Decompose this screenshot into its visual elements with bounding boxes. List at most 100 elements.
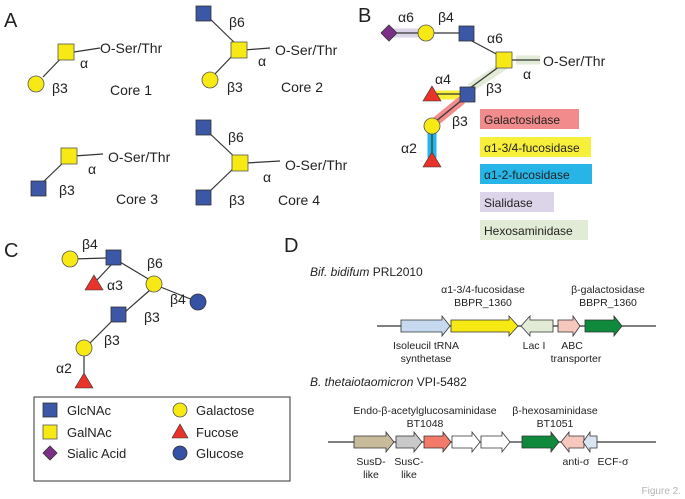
glcnac-symbol xyxy=(195,119,212,136)
sialic-acid-legend-label: Sialic Acid xyxy=(67,446,126,461)
endo-gene-label: Endo-β-acetylglucosaminidase xyxy=(353,405,496,417)
beta3-label: β3 xyxy=(227,79,243,95)
beta4-label: β4 xyxy=(438,9,454,25)
alpha-label: α xyxy=(80,55,88,71)
galnac-symbol xyxy=(495,51,513,69)
galnac-legend-label: GalNAc xyxy=(67,425,112,440)
galnac-symbol xyxy=(230,41,248,59)
lac-i-label: Lac I xyxy=(523,340,546,352)
gene-galactosidase-bbpr-1360 xyxy=(584,314,623,338)
gene-susd-like xyxy=(353,430,395,454)
gene-unlabeled-1 xyxy=(451,430,481,454)
alpha3-label: α3 xyxy=(107,277,123,293)
sialidase-legend-label: Sialidase xyxy=(484,196,533,210)
panel-c-label: C xyxy=(4,240,18,262)
abc-label-1: ABC xyxy=(561,340,583,352)
gene-fucosidase-bbpr-1360 xyxy=(450,314,519,338)
glcnac-symbol xyxy=(110,306,127,323)
panel-b-label: B xyxy=(358,5,371,27)
beta3-label: β3 xyxy=(144,309,160,325)
gene-unlabeled-2 xyxy=(480,430,511,454)
alpha2-label: α2 xyxy=(56,360,72,376)
fucose-symbol xyxy=(422,85,442,102)
glcnac-symbol xyxy=(105,249,122,266)
isoleucyl-label-2: synthetase xyxy=(401,353,452,365)
o-ser-thr-label: O-Ser/Thr xyxy=(108,149,171,165)
alpha-label: α xyxy=(258,53,266,69)
alpha-label: α xyxy=(88,161,96,177)
gene-abc-transporter xyxy=(557,314,581,338)
sialic-acid-legend-symbol xyxy=(42,445,58,461)
core-3-label: Core 3 xyxy=(116,191,158,207)
susd-label-2: like xyxy=(363,469,379,481)
hexosaminidase-legend-label: Hexosaminidase xyxy=(484,224,573,238)
glcnac-symbol xyxy=(459,86,476,103)
galnac-symbol xyxy=(60,147,78,165)
glucose-symbol xyxy=(189,293,207,311)
alpha-label: α xyxy=(523,66,531,82)
gene-anti-sigma xyxy=(560,430,585,454)
glcnac-symbol xyxy=(195,5,212,22)
symbol-legend-frame xyxy=(33,396,291,482)
beta6-label: β6 xyxy=(229,14,245,30)
gene-lac-i xyxy=(520,314,554,338)
glucose-legend-symbol xyxy=(172,445,188,461)
o-ser-thr-label: O-Ser/Thr xyxy=(275,42,338,58)
sialic-acid-symbol xyxy=(380,24,398,42)
beta3-label: β3 xyxy=(59,182,75,198)
galnac-symbol xyxy=(231,154,249,172)
fucosidase-gene-label: α1-3/4-fucosidase xyxy=(441,284,525,296)
galactosidase-legend-label: Galactosidase xyxy=(484,113,560,127)
galactosidase-gene-id: BBPR_1360 xyxy=(579,297,637,309)
beta4-label: β4 xyxy=(82,236,98,252)
figure-label: Figure 2. xyxy=(642,486,681,497)
fucose-legend-label: Fucose xyxy=(196,425,239,440)
galactose-symbol xyxy=(27,75,45,93)
glcnac-symbol xyxy=(195,189,212,206)
galactosidase-legend-box xyxy=(480,109,579,129)
beta6-label: β6 xyxy=(228,129,244,145)
core-4-structure: β6 β3 α O-Ser/Thr Core 4 xyxy=(195,119,348,208)
core-2-label: Core 2 xyxy=(281,79,323,95)
panel-a: A β3 α O-Ser/Thr Core 1 β6 β3 α O-Ser/Th… xyxy=(4,5,348,208)
fucose-symbol xyxy=(74,372,94,389)
fucosidase-13-4-legend-label: α1-3/4-fucosidase xyxy=(484,141,580,155)
fucose-symbol xyxy=(84,274,104,291)
hexosaminidase-legend-box xyxy=(480,220,588,240)
galactose-symbol xyxy=(417,24,435,42)
glcnac-legend-symbol xyxy=(42,402,58,418)
panel-c: C β4 β6 α3 β4 β3 β3 α2 GlcNAc Galactose … xyxy=(4,236,291,482)
anti-sigma-label: anti-σ xyxy=(563,456,590,468)
isoleucyl-label-1: Isoleucil tRNA xyxy=(393,340,459,352)
beta4-label: β4 xyxy=(170,291,186,307)
alpha-label: α xyxy=(263,169,271,185)
organism-2-title: B. thetaiotaomicron VPI-5482 xyxy=(310,375,467,389)
gene-susc-like xyxy=(395,430,423,454)
beta3-label: β3 xyxy=(229,192,245,208)
core-4-label: Core 4 xyxy=(278,192,320,208)
glcnac-symbol xyxy=(30,180,47,197)
panel-a-label: A xyxy=(4,10,18,32)
glcnac-legend-label: GlcNAc xyxy=(67,403,112,418)
core-2-structure: β6 β3 α O-Ser/Thr Core 2 xyxy=(195,5,338,95)
ecf-sigma-label: ECF-σ xyxy=(598,456,629,468)
galactosidase-gene-label: β-galactosidase xyxy=(571,284,645,296)
galnac-legend-symbol xyxy=(42,424,58,440)
gene-isoleucyl-trna-synthetase xyxy=(400,314,451,338)
fucose-symbol xyxy=(422,151,442,168)
susd-label-1: SusD- xyxy=(356,456,386,468)
gene-endo-bt1048 xyxy=(423,430,452,454)
beta3-label: β3 xyxy=(104,332,120,348)
panel-d: D Bif. bidifum PRL2010 α1-3/4-fucosidase… xyxy=(284,235,656,481)
o-ser-thr-label: O-Ser/Thr xyxy=(285,157,348,173)
galactose-symbol xyxy=(201,71,219,89)
core-1-structure: β3 α O-Ser/Thr Core 1 xyxy=(27,40,163,98)
fucosidase-12-legend-label: α1-2-fucosidase xyxy=(484,168,570,182)
galactose-symbol xyxy=(145,275,163,293)
abc-label-2: transporter xyxy=(551,353,602,365)
alpha6-label: α6 xyxy=(487,30,503,46)
susc-label-1: SusC- xyxy=(394,456,424,468)
alpha4-label: α4 xyxy=(435,71,451,87)
gene-ecf-sigma xyxy=(582,430,598,454)
beta3-label: β3 xyxy=(486,80,502,96)
